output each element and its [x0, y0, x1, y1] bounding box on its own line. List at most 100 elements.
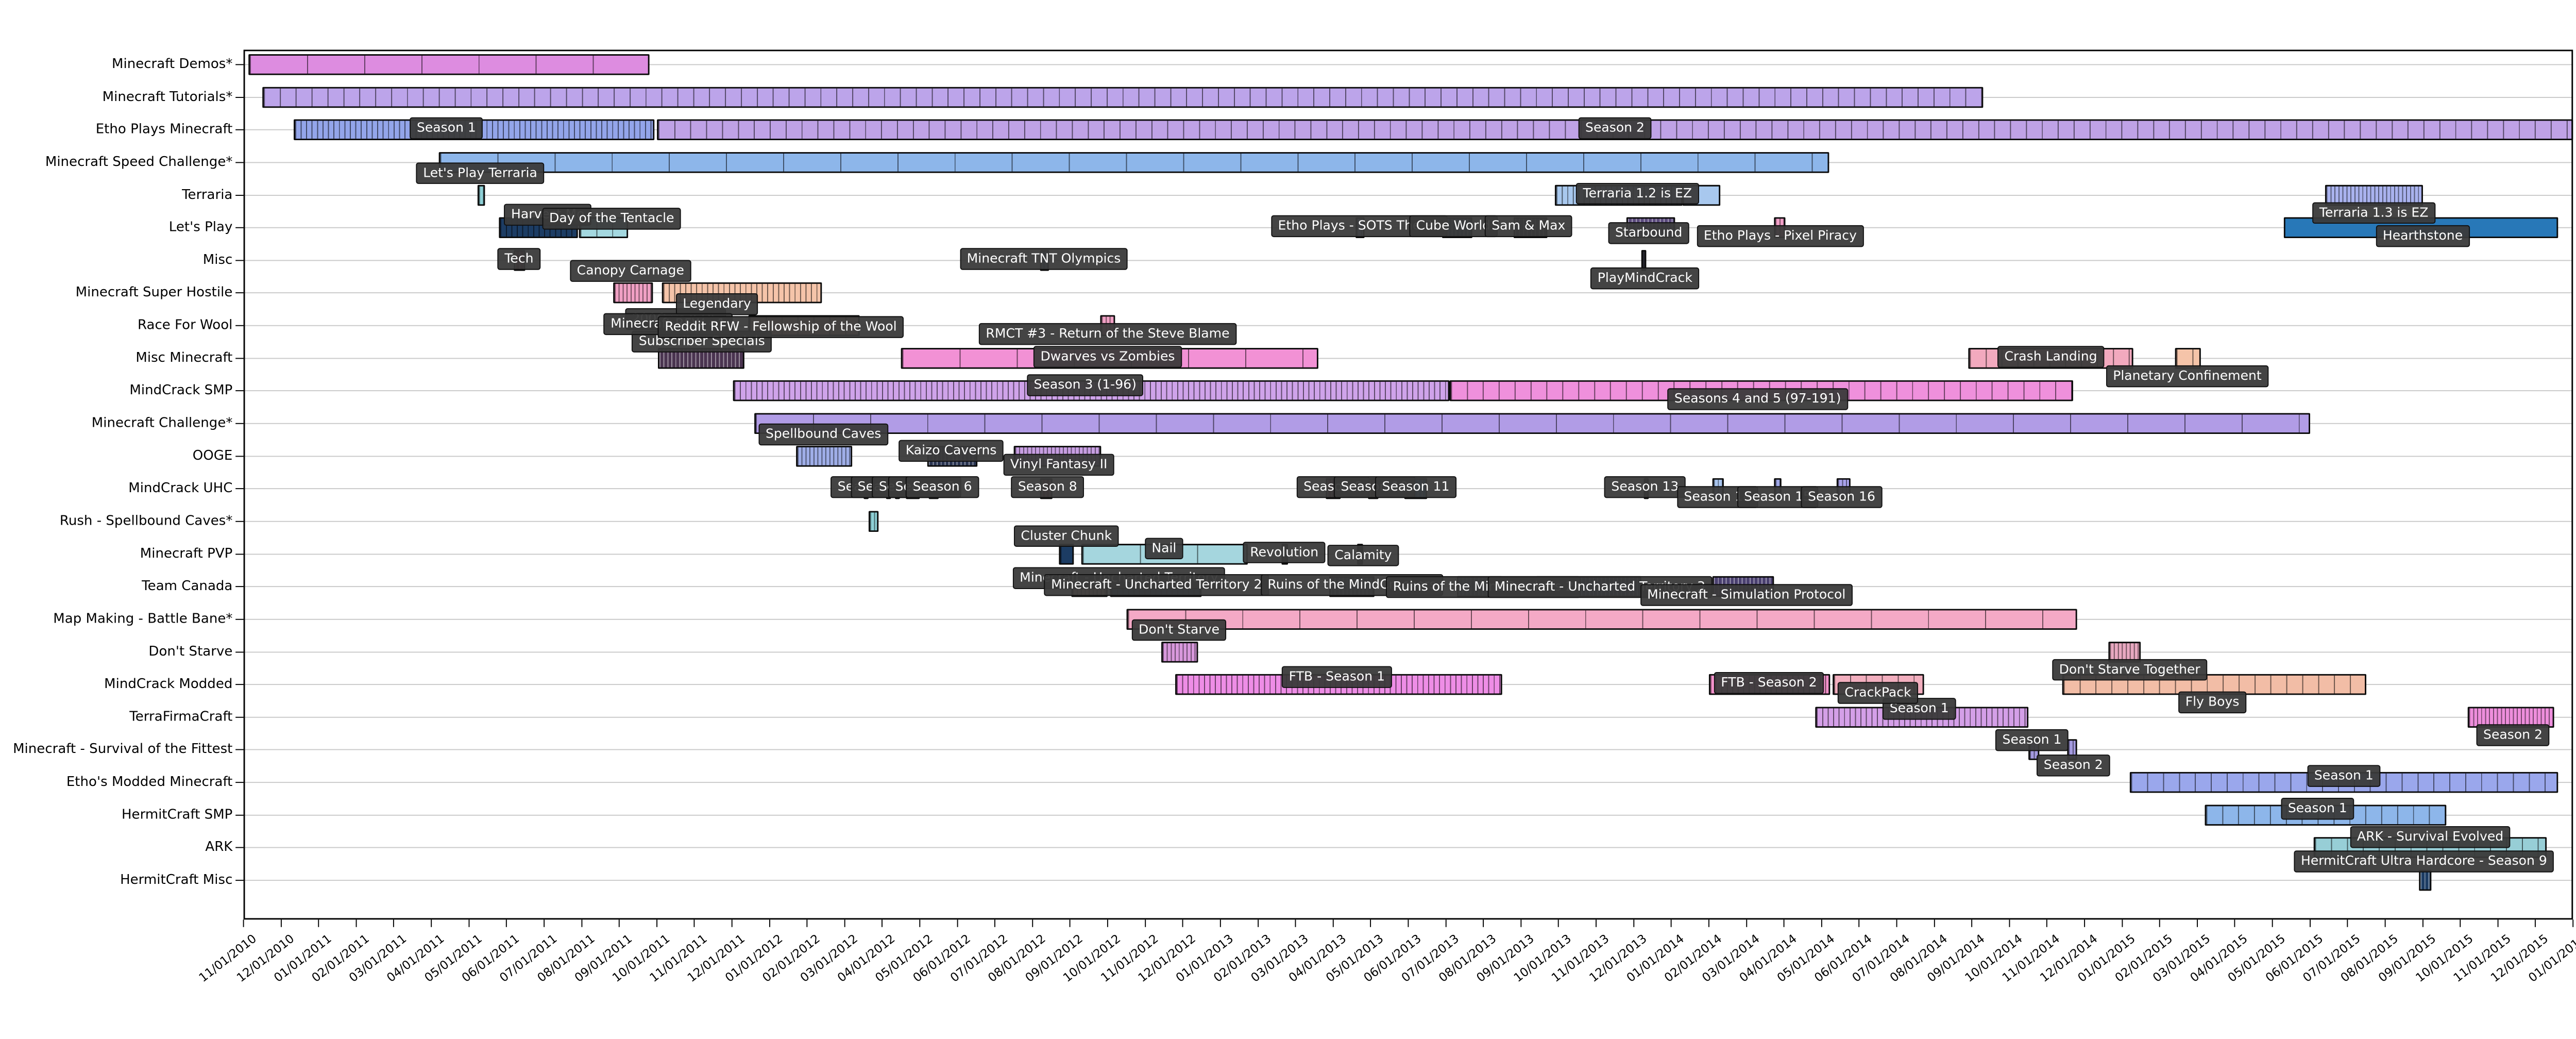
bar-annotation: Let's Play Terraria	[416, 162, 545, 185]
x-tick	[2309, 919, 2311, 927]
x-tick	[1783, 919, 1785, 927]
x-tick	[506, 919, 507, 927]
x-tick	[2572, 919, 2574, 927]
y-tick	[235, 325, 244, 326]
x-tick	[1107, 919, 1108, 927]
row-label: Race For Wool	[137, 317, 233, 333]
x-tick	[2046, 919, 2048, 927]
series-bar	[1126, 609, 2077, 630]
x-tick	[1483, 919, 1484, 927]
bar-annotation: Don't Starve	[1131, 619, 1227, 641]
series-bar	[2108, 641, 2141, 663]
series-bar	[262, 87, 1984, 108]
x-tick	[882, 919, 883, 927]
bar-annotation: Planetary Confinement	[2106, 365, 2269, 388]
x-tick	[1596, 919, 1597, 927]
row-gridline	[243, 782, 2573, 783]
x-tick	[1971, 919, 1973, 927]
x-tick	[919, 919, 921, 927]
x-tick	[468, 919, 470, 927]
y-tick	[235, 618, 244, 620]
x-tick	[1332, 919, 1334, 927]
x-tick	[1219, 919, 1221, 927]
row-gridline	[243, 880, 2573, 881]
bar-annotation: FTB - Season 2	[1714, 672, 1824, 694]
x-tick	[1295, 919, 1296, 927]
bar-annotation: Canopy Carnage	[570, 260, 691, 282]
x-tick	[693, 919, 695, 927]
bar-annotation: ARK - Survival Evolved	[2350, 826, 2511, 848]
row-label: ARK	[205, 839, 233, 855]
bar-annotation: Crash Landing	[1997, 346, 2105, 368]
row-gridline	[243, 292, 2573, 294]
x-tick	[2234, 919, 2235, 927]
timeline-chart: Minecraft Demos*Minecraft Tutorials*Etho…	[13, 49, 2576, 985]
row-label: Etho's Modded Minecraft	[66, 774, 233, 790]
y-tick	[235, 292, 244, 294]
bar-annotation: Dwarves vs Zombies	[1033, 346, 1182, 368]
x-tick	[769, 919, 770, 927]
series-bar	[754, 413, 2310, 434]
x-tick	[806, 919, 808, 927]
row-label: MindCrack UHC	[128, 480, 233, 496]
x-tick	[1821, 919, 1822, 927]
row-label: Map Making - Battle Bane*	[53, 611, 233, 627]
y-tick	[235, 358, 244, 359]
bar-annotation: Sam & Max	[1484, 215, 1572, 238]
row-gridline	[243, 814, 2573, 816]
row-gridline	[243, 847, 2573, 848]
row-label: MindCrack SMP	[129, 382, 233, 398]
bar-annotation: Etho Plays - Pixel Piracy	[1697, 225, 1864, 247]
bar-annotation: Calamity	[1327, 544, 1399, 567]
bar-annotation: Season 1	[410, 117, 483, 140]
x-tick	[1934, 919, 1935, 927]
y-tick	[235, 521, 244, 522]
series-bar	[438, 152, 1829, 173]
x-tick	[2460, 919, 2461, 927]
bar-annotation: Terraria 1.2 is EZ	[1576, 182, 1699, 205]
y-tick	[235, 814, 244, 816]
row-label: Minecraft Speed Challenge*	[45, 154, 233, 170]
x-tick	[1896, 919, 1897, 927]
bar-annotation: Seasons 4 and 5 (97-191)	[1667, 388, 1848, 410]
x-tick	[318, 919, 319, 927]
y-tick	[235, 129, 244, 130]
bar-annotation: CrackPack	[1837, 682, 1919, 704]
row-gridline	[243, 749, 2573, 750]
x-tick	[1408, 919, 1409, 927]
x-tick	[1144, 919, 1146, 927]
row-label: Minecraft PVP	[140, 545, 233, 561]
x-tick	[1370, 919, 1371, 927]
x-tick	[2347, 919, 2348, 927]
series-bar	[478, 185, 485, 206]
x-tick	[2497, 919, 2499, 927]
x-tick	[2535, 919, 2536, 927]
x-tick	[618, 919, 620, 927]
row-label: Terraria	[182, 187, 233, 203]
x-tick	[280, 919, 282, 927]
row-label: TerraFirmaCraft	[129, 709, 233, 725]
bar-annotation: Season 1	[2307, 765, 2381, 787]
bar-annotation: Spellbound Caves	[758, 423, 888, 445]
series-bar	[2468, 707, 2554, 728]
row-label: HermitCraft SMP	[121, 807, 233, 823]
row-label: Minecraft - Survival of the Fittest	[13, 741, 233, 757]
row-label: Misc Minecraft	[135, 349, 233, 365]
row-gridline	[243, 521, 2573, 522]
y-tick	[235, 194, 244, 196]
x-tick	[731, 919, 733, 927]
x-tick	[1445, 919, 1447, 927]
y-tick	[235, 390, 244, 392]
row-label: Minecraft Demos*	[112, 56, 233, 72]
x-tick	[393, 919, 395, 927]
x-tick	[1670, 919, 1672, 927]
bar-annotation: Season 3 (1-96)	[1027, 374, 1144, 396]
x-tick	[957, 919, 958, 927]
y-tick	[235, 456, 244, 457]
series-bar	[2419, 869, 2432, 891]
bar-annotation: Season 1	[1995, 729, 2069, 751]
x-tick	[2009, 919, 2010, 927]
bar-annotation: Cluster Chunk	[1013, 525, 1119, 547]
y-tick	[235, 96, 244, 98]
x-tick	[2122, 919, 2123, 927]
